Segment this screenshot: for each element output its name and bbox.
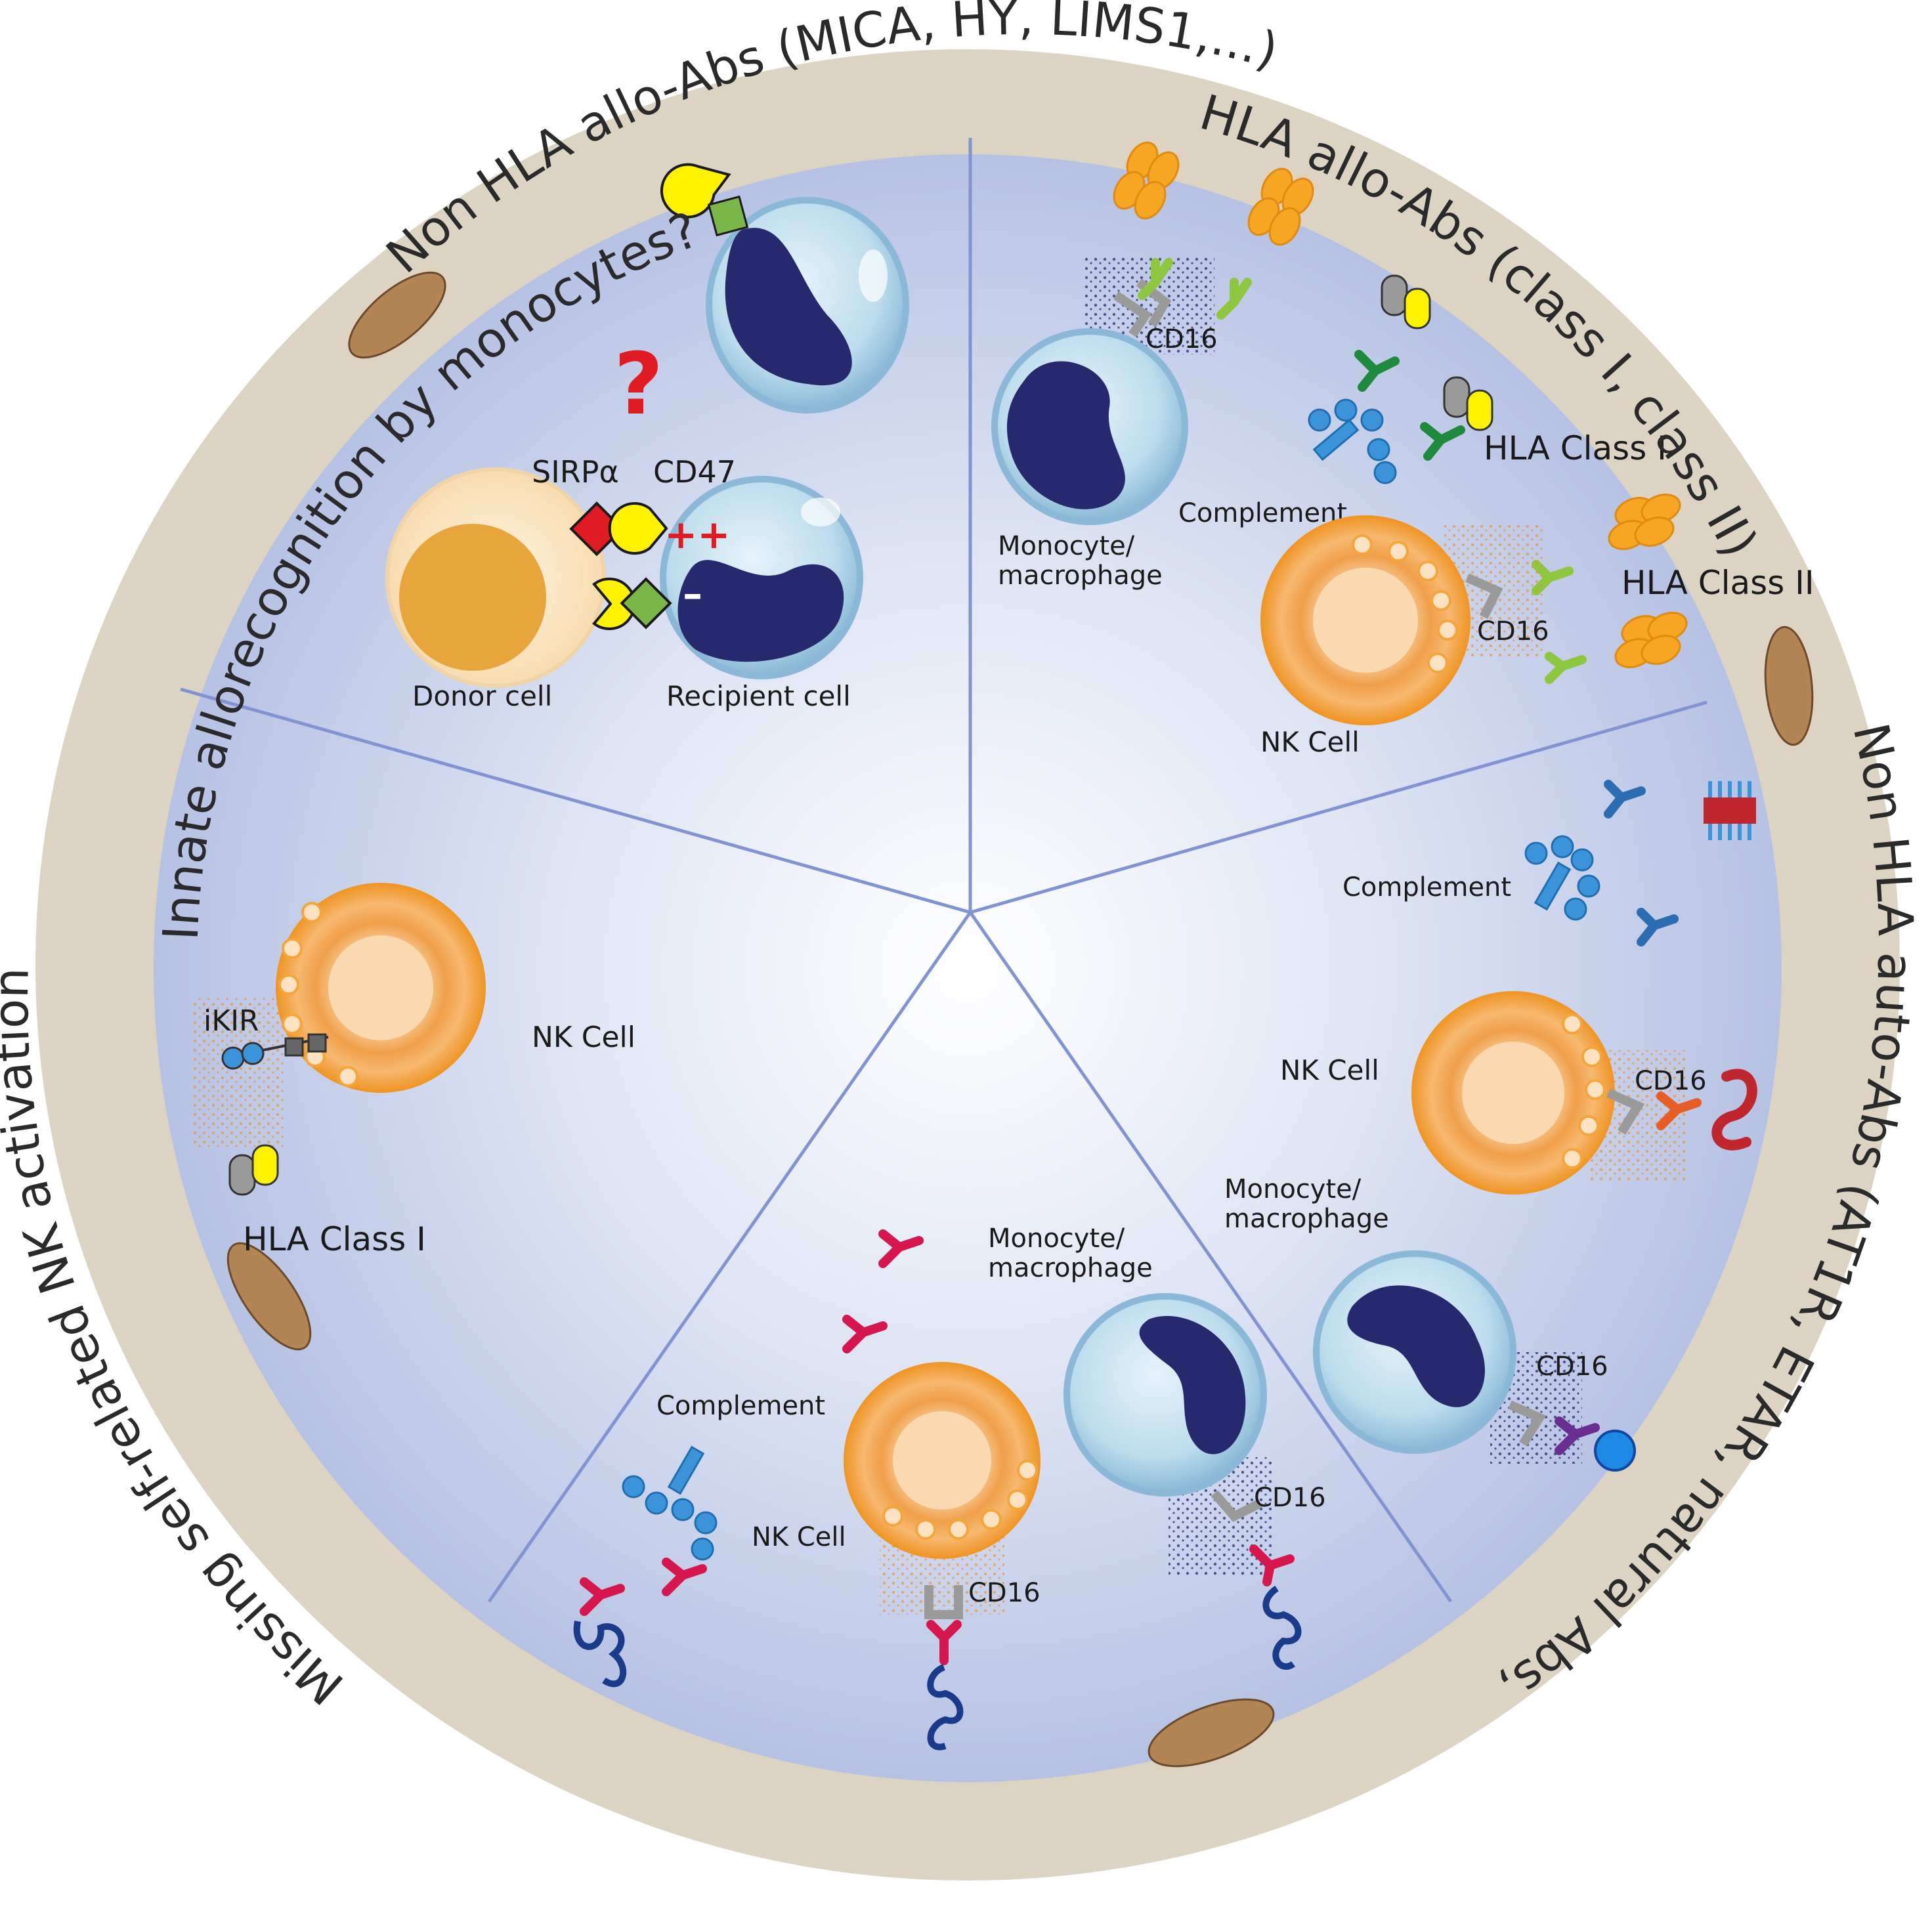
ligand-loops-allo-mono <box>1262 1585 1302 1670</box>
cd47-label: CD47 <box>653 454 736 490</box>
auto-antibodies <box>1604 780 1679 946</box>
complement-label-hla: Complement <box>1178 498 1347 528</box>
ikir-label: iKIR <box>204 1004 259 1038</box>
sirpa-label: SIRPα <box>532 454 619 490</box>
monocyte-allo <box>1063 1293 1274 1575</box>
plus-sign: ++ <box>664 512 731 558</box>
monocyte-label-allo-2: macrophage <box>988 1253 1153 1283</box>
hla-allo-sector: CD16 Monocyte/ macrophage <box>991 141 1814 758</box>
nk-cell-label-missing-self: NK Cell <box>532 1021 635 1054</box>
monocyte-label-auto-1: Monocyte/ <box>1224 1174 1362 1204</box>
hla-class-ii-label: HLA Class II <box>1621 564 1814 602</box>
recipient-cell <box>660 476 863 679</box>
cd16-receptor-mono-allo <box>1211 1490 1263 1522</box>
cd16-receptor-nk-auto <box>1606 1088 1645 1135</box>
missing-self-sector: iKIR NK Cell HLA Class I <box>194 883 635 1258</box>
receptor-gpcr <box>1704 781 1756 840</box>
allo-ab-mono <box>1249 1544 1295 1586</box>
recipient-cell-label: Recipient cell <box>666 680 851 712</box>
ligand-red <box>1711 1069 1757 1151</box>
nk-cell-label-auto: NK Cell <box>1280 1054 1379 1086</box>
complement-hla <box>1308 398 1397 484</box>
cd16-label-nk-allo: CD16 <box>968 1578 1041 1608</box>
complement-label-allo: Complement <box>656 1391 825 1421</box>
question-mark: ? <box>614 334 663 434</box>
hla-class-i-molecules <box>1381 274 1493 431</box>
ikir-receptor <box>221 1033 329 1070</box>
monocyte-label-hla-1: Monocyte/ <box>998 531 1135 561</box>
monocyte-label-auto-2: macrophage <box>1224 1204 1389 1234</box>
donor-cell <box>385 467 606 688</box>
sirpa-cd47-pair <box>569 501 672 630</box>
non-hla-allo-sector: Monocyte/ macrophage Complement <box>573 1223 1326 1751</box>
nk-cell-auto <box>1411 991 1687 1195</box>
cd16-receptor-nk-hla <box>1465 573 1503 620</box>
complement-label-auto: Complement <box>1342 872 1511 903</box>
hla-class-ii-molecules <box>1113 141 1688 668</box>
hla-class-i-missing-self <box>228 1144 279 1196</box>
nk-cell-allo <box>844 1362 1041 1615</box>
hla-class-i-label-missing-self: HLA Class I <box>243 1220 426 1258</box>
cd16-label-mono-allo: CD16 <box>1254 1483 1326 1513</box>
auto-ab-purple <box>1555 1416 1600 1455</box>
nk-cell-missing-self <box>276 883 486 1093</box>
sector-dividers <box>180 138 1707 1603</box>
ligand-loops-allo-left <box>573 1621 627 1688</box>
ligand-loops-allo-nk <box>927 1664 964 1751</box>
monocyte-hla <box>991 256 1214 525</box>
cd16-label-mono-hla: CD16 <box>1146 324 1218 354</box>
complement-allo <box>622 1445 718 1561</box>
monocyte-label-hla-2: macrophage <box>998 561 1163 591</box>
cd16-label-nk-auto: CD16 <box>1635 1066 1707 1096</box>
monocyte-label-allo-1: Monocyte/ <box>988 1223 1125 1254</box>
endothelial-nuclei <box>226 271 1814 1768</box>
auto-ab-orange <box>1656 1092 1702 1130</box>
nk-cell-label-allo: NK Cell <box>752 1522 846 1552</box>
monocyte-upper <box>706 197 909 414</box>
cd47-signal-pacman-upper <box>660 163 749 237</box>
nk-cell-label-hla: NK Cell <box>1260 726 1360 758</box>
donor-cell-label: Donor cell <box>412 680 552 712</box>
allo-antibodies-floating <box>580 1229 924 1616</box>
allo-ab-nk <box>926 1620 962 1665</box>
non-hla-auto-sector: Complement CD16 NK Cell Monocyte/ macrop… <box>1224 780 1757 1472</box>
cd16-label-nk-hla: CD16 <box>1477 616 1549 647</box>
complement-auto <box>1524 835 1600 921</box>
hla-class-i-label: HLA Class I <box>1484 429 1667 467</box>
innate-sector: ? ++ – SIRPα CD47 Donor cell Recipient c… <box>385 163 909 712</box>
cd16-label-mono-auto: CD16 <box>1536 1351 1608 1382</box>
cd16-receptor-nk-allo <box>924 1585 963 1619</box>
ligand-blue <box>1594 1430 1636 1472</box>
minus-sign: – <box>683 571 702 617</box>
cd16-receptor-mono-auto <box>1508 1400 1547 1447</box>
monocyte-auto <box>1313 1250 1582 1464</box>
nk-cell-hla <box>1260 515 1543 725</box>
